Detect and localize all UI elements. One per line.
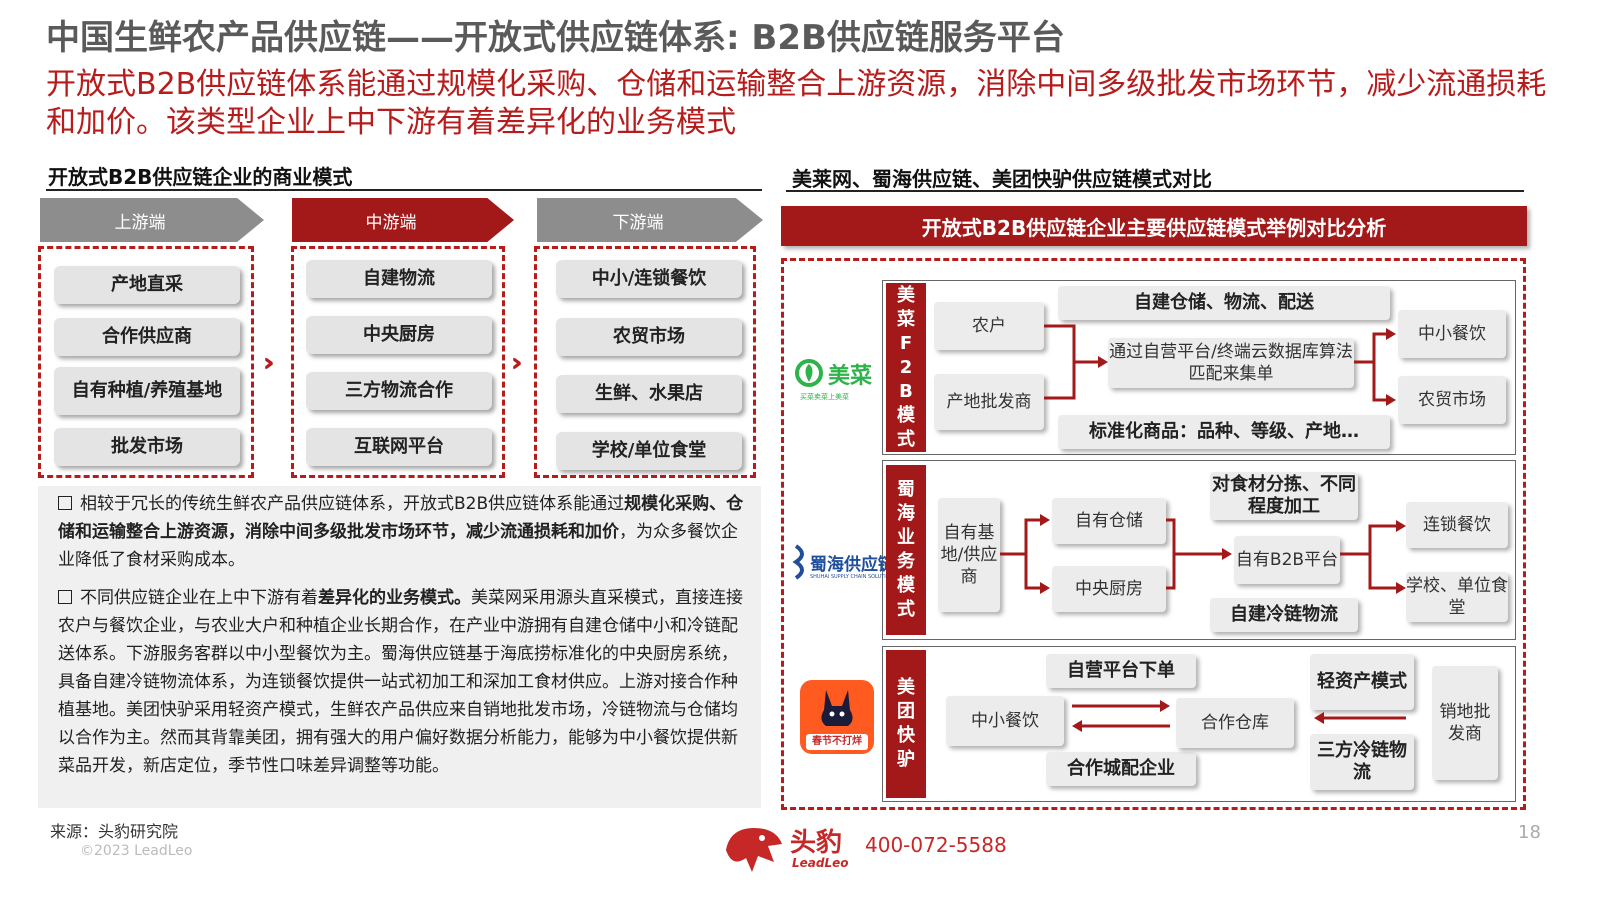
kuailv-center: 合作仓库 [1176,698,1294,748]
kuailv-logo: 春节不打烊 [800,680,874,754]
shuhai-mid: 自有仓储 [1052,498,1166,544]
phone-number: 400-072-5588 [865,833,1007,857]
meicai-top-bar: 自建仓储、物流、配送 [1058,286,1390,320]
shuhai-top-bar: 对食材分拣、不同程度加工 [1210,472,1358,520]
description-panel: 相较于冗长的传统生鲜农产品供应链体系，开放式B2B供应链体系能通过规模化采购、仓… [38,486,761,808]
comparison-box [781,258,1526,810]
left-section-divider [46,189,762,191]
meicai-bottom-bar: 标准化商品：品种、等级、产地… [1058,415,1390,449]
downstream-item: 生鲜、水果店 [556,375,742,413]
meicai-connectors [1044,324,1396,406]
kuailv-right-top: 轻资产模式 [1310,654,1414,710]
shuhai-center: 自有B2B平台 [1234,536,1340,584]
source-note: 来源：头豹研究院 [50,822,179,841]
downstream-item: 学校/单位食堂 [556,432,742,470]
column-header-midstream: 中游端 [292,198,514,242]
shuhai-target: 学校、单位食堂 [1406,572,1508,622]
checkbox-bullet-icon [58,590,72,604]
brand-name: 头豹 [790,828,843,858]
copyright: ©2023 LeadLeo [80,843,193,859]
shuhai-bottom-bar: 自建冷链物流 [1210,598,1358,632]
downstream-box [534,246,756,478]
meicai-logo: 美菜 买菜卖菜上美菜 [792,354,876,404]
shuhai-source: 自有基地/供应商 [938,498,1000,612]
kuailv-left: 中小餐饮 [946,696,1064,746]
kuailv-right-bottom: 三方冷链物流 [1310,734,1414,790]
paragraph-2: 不同供应链企业在上中下游有着差异化的业务模式。美菜网采用源头直采模式，直接连接农… [58,588,743,776]
meicai-leaf-icon [795,359,823,387]
upstream-item: 产地直采 [54,266,240,304]
meicai-label: 美 菜 F 2 B 模 式 [886,283,926,452]
column-header-upstream: 上游端 [40,198,264,242]
meicai-source: 农户 [934,302,1044,350]
midstream-item: 互联网平台 [306,428,492,466]
kuailv-label: 美 团 快 驴 [886,650,926,798]
left-section-title: 开放式B2B供应链企业的商业模式 [48,165,353,189]
page-number: 18 [1518,822,1541,843]
midstream-item: 中央厨房 [306,316,492,354]
shuhai-wave-icon [792,544,804,580]
meicai-target: 中小餐饮 [1398,310,1506,358]
midstream-item: 三方物流合作 [306,372,492,410]
shuhai-connectors [1000,514,1406,594]
upstream-item: 自有种植/养殖基地 [54,367,240,415]
midstream-box [291,246,505,478]
meicai-center: 通过自营平台/终端云数据库算法匹配来集单 [1108,338,1354,388]
upstream-item: 批发市场 [54,428,240,466]
checkbox-bullet-icon [58,496,72,510]
donkey-icon [821,690,853,726]
right-section-title: 美莱网、蜀海供应链、美团快驴供应链模式对比 [792,167,1212,191]
paragraph-1: 相较于冗长的传统生鲜农产品供应链体系，开放式B2B供应链体系能通过规模化采购、仓… [58,494,744,570]
shuhai-label: 蜀 海 业 务 模 式 [886,465,926,635]
upstream-box [38,246,254,478]
downstream-item: 中小/连锁餐饮 [556,260,742,298]
midstream-item: 自建物流 [306,260,492,298]
shuhai-target: 连锁餐饮 [1406,502,1508,548]
meicai-target: 农贸市场 [1398,376,1506,424]
comparison-banner: 开放式B2B供应链企业主要供应链模式举例对比分析 [781,206,1527,246]
summary-text: 开放式B2B供应链体系能通过规模化采购、仓储和运输整合上游资源，消除中间多级批发… [46,67,1547,140]
kuailv-bottom-bar: 合作城配企业 [1046,752,1196,786]
shuhai-logo: 蜀海供应链 SHUHAI SUPPLY CHAIN SOLUTIONS [792,540,897,590]
page-title: 中国生鲜农产品供应链——开放式供应链体系: B2B供应链服务平台 [46,18,1065,58]
leopard-logo-icon [726,828,782,872]
kuailv-far-right: 销地批发商 [1432,666,1498,780]
right-section-divider [786,190,1524,192]
brand-name-en: LeadLeo [792,856,849,870]
upstream-item: 合作供应商 [54,318,240,356]
downstream-item: 农贸市场 [556,318,742,356]
shuhai-mid: 中央厨房 [1052,566,1166,612]
meicai-source: 产地批发商 [934,374,1044,430]
column-header-downstream: 下游端 [537,198,763,242]
kuailv-connectors [1072,700,1406,732]
kuailv-top-bar: 自营平台下单 [1046,654,1196,688]
